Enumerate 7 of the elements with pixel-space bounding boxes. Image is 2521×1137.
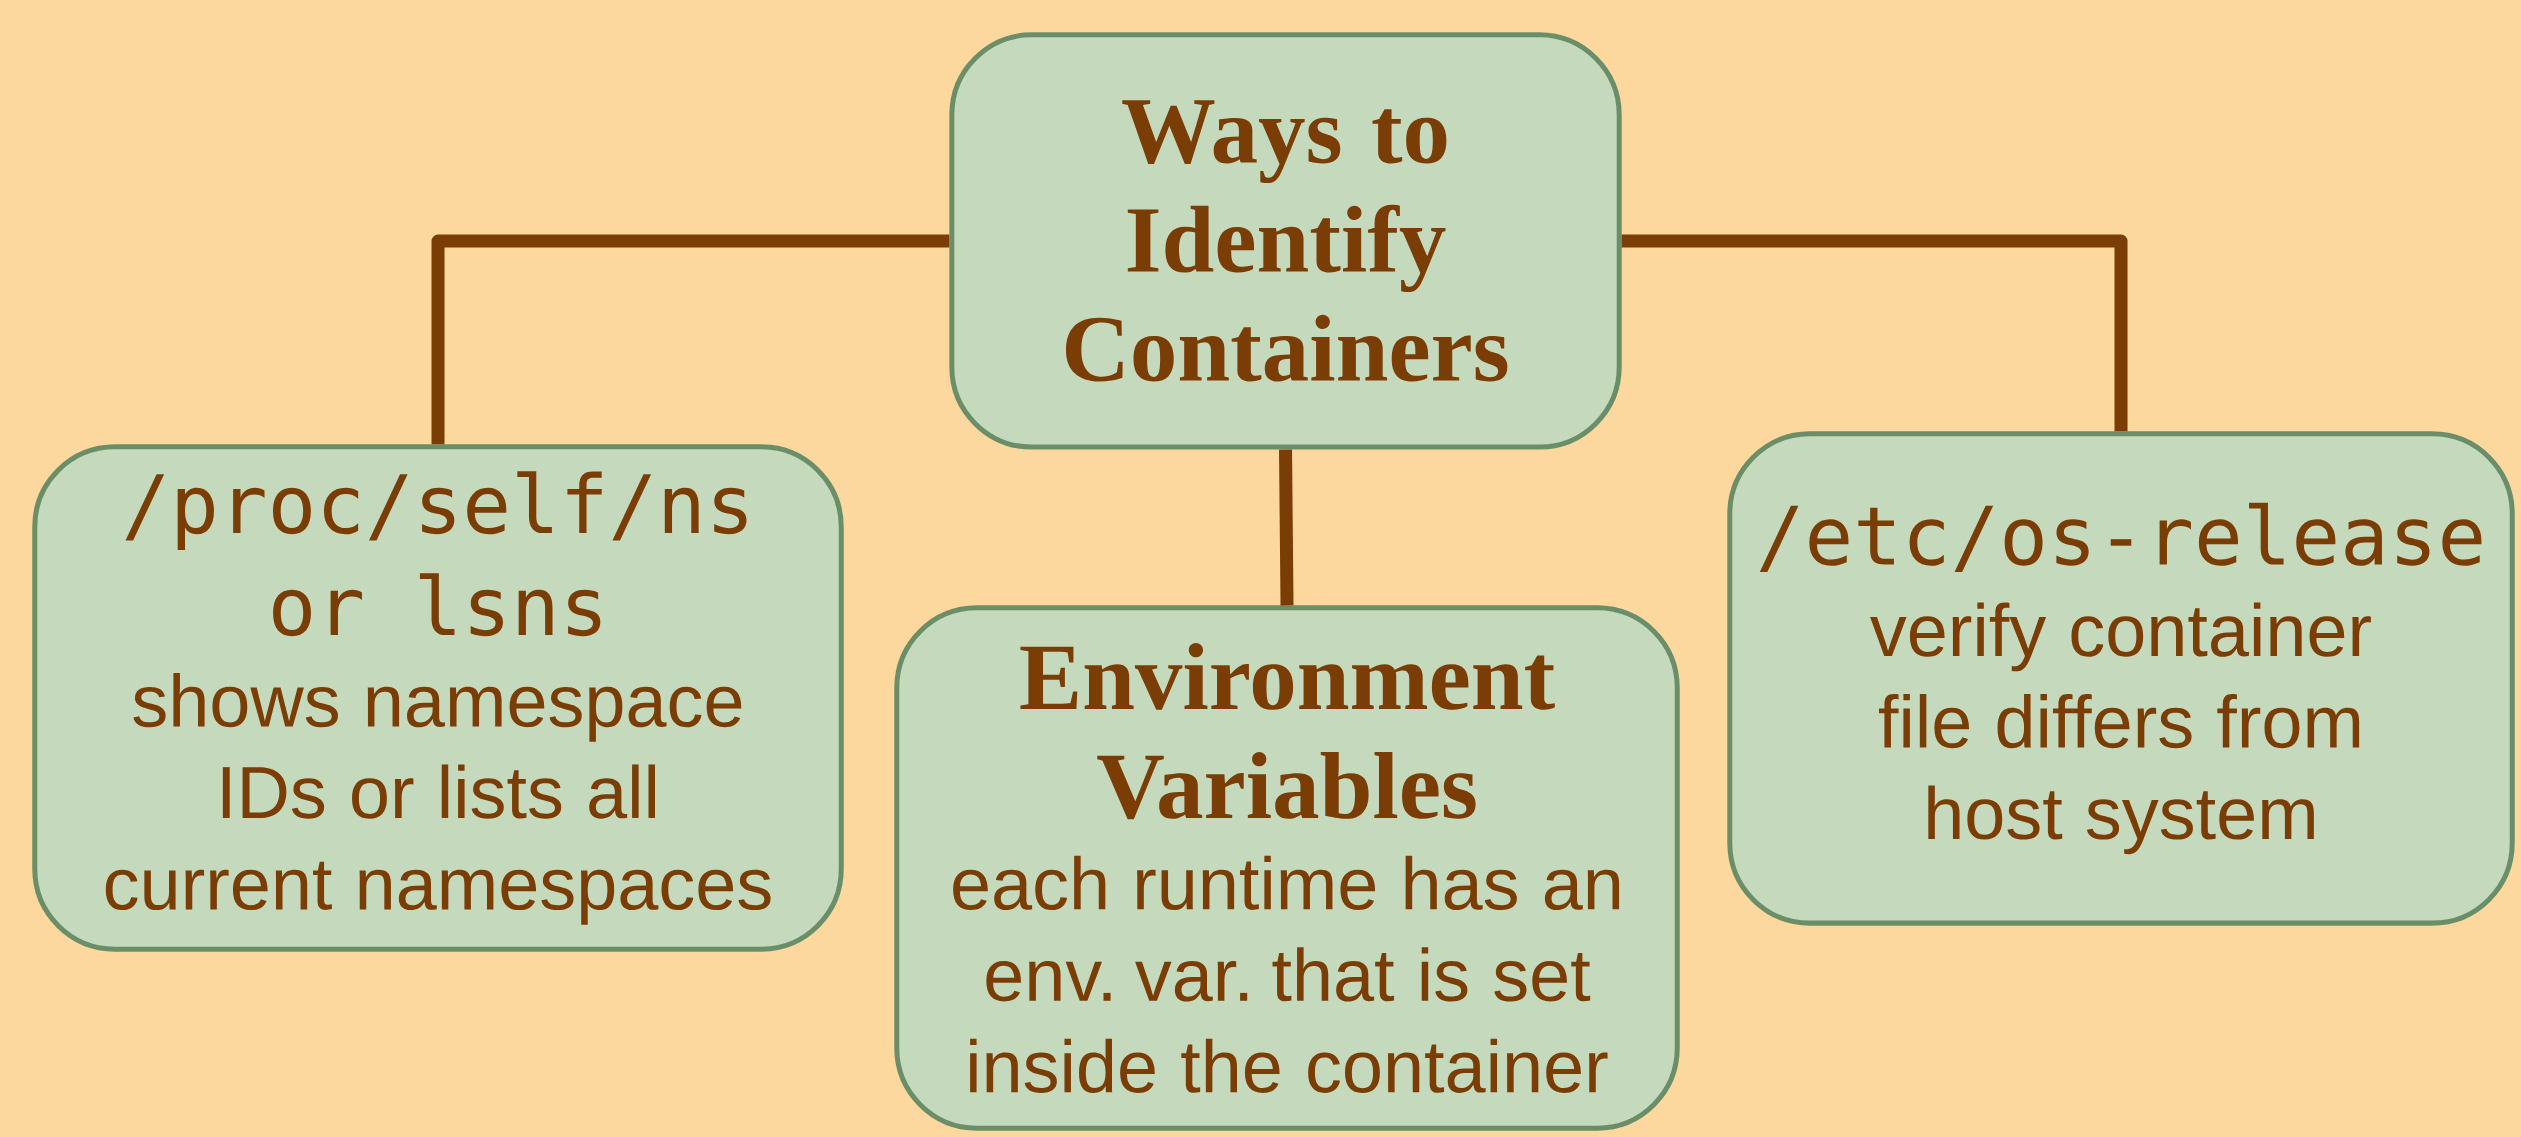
connector-line (1621, 234, 2128, 432)
text-box: Ways to Identify Containers (949, 32, 1622, 450)
text-box: /etc/os-release verify container file differs from host system (1727, 431, 2515, 926)
text-box: /proc/self/ns or lsns shows namespace IDs or lists all current namespaces (32, 444, 844, 952)
text-box: Environment Variables each runtime has an env. var. that is set inside the container (894, 605, 1680, 1131)
connector-line (431, 234, 950, 445)
connector-line (1279, 449, 1294, 606)
